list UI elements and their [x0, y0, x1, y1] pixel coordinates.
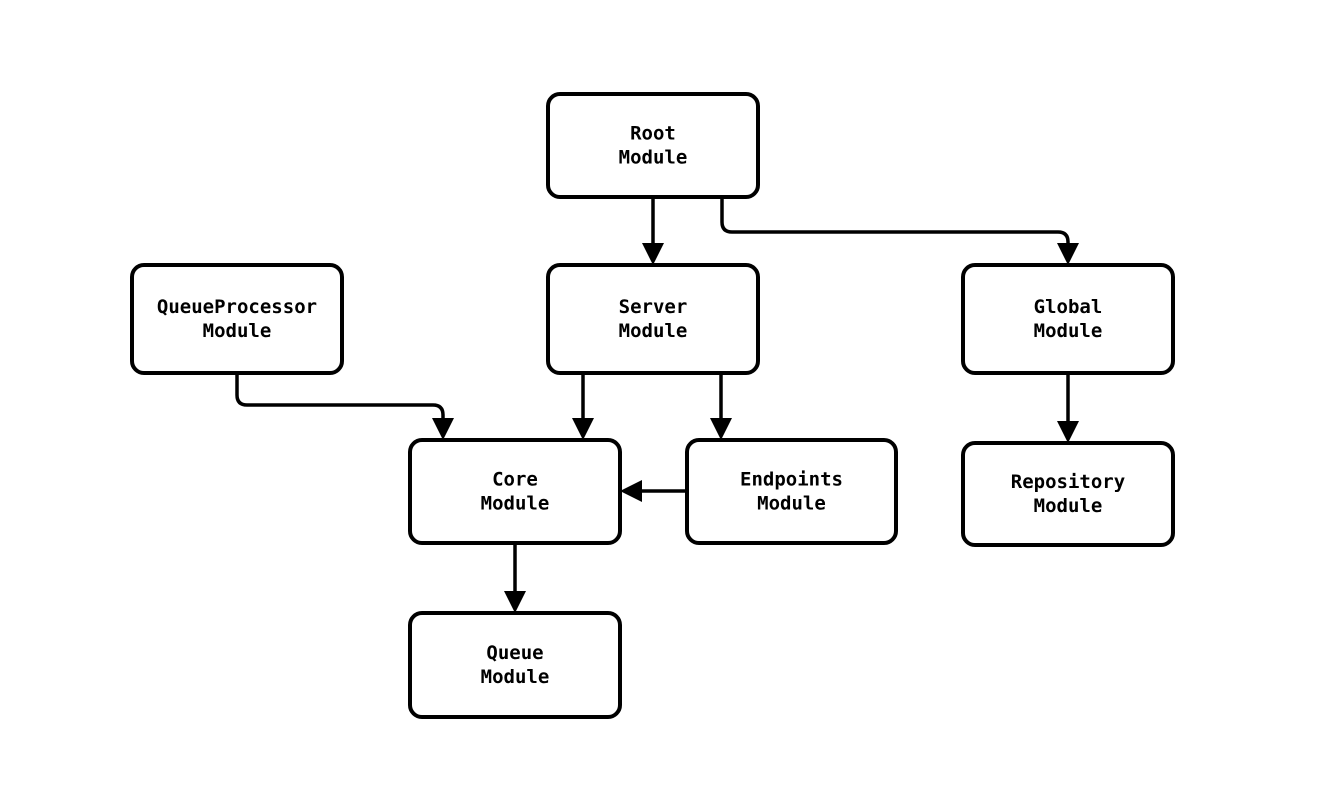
- edge-line: [235, 373, 445, 418]
- edge-core-to-queue: [504, 543, 526, 613]
- edge-server-to-endpoints: [710, 373, 732, 440]
- node-label-line1: Endpoints: [740, 468, 843, 490]
- node-label-line1: Repository: [1011, 471, 1125, 493]
- node-label-line2: Module: [481, 492, 550, 514]
- edge-arrowhead: [504, 591, 526, 613]
- node-box[interactable]: [546, 92, 760, 199]
- node-label-line1: QueueProcessor: [157, 296, 317, 318]
- edge-arrowhead: [572, 418, 594, 440]
- edge-arrowhead: [620, 480, 642, 502]
- edges-layer: [235, 197, 1079, 613]
- node-label-line2: Module: [619, 146, 688, 168]
- node-box[interactable]: [130, 263, 344, 375]
- edge-line: [720, 197, 1070, 244]
- node-label-line1: Global: [1034, 296, 1103, 318]
- node-label-line2: Module: [481, 665, 550, 687]
- node-box[interactable]: [408, 611, 622, 719]
- node-label-line2: Module: [1034, 319, 1103, 341]
- edge-global-to-repository: [1057, 373, 1079, 443]
- edge-server-to-core: [572, 373, 594, 440]
- edge-endpoints-to-core: [620, 480, 687, 502]
- node-label-line2: Module: [1034, 494, 1103, 516]
- edge-arrowhead: [710, 418, 732, 440]
- node-box[interactable]: [408, 438, 622, 545]
- node-label-line1: Queue: [486, 642, 543, 664]
- node-label-line1: Root: [630, 122, 676, 144]
- edge-arrowhead: [1057, 243, 1079, 265]
- node-label-line2: Module: [757, 492, 826, 514]
- node-label-line1: Server: [619, 296, 688, 318]
- edge-root-to-server: [642, 197, 664, 265]
- node-label-line1: Core: [492, 468, 538, 490]
- edge-arrowhead: [432, 418, 454, 440]
- node-box[interactable]: [546, 263, 760, 375]
- node-box[interactable]: [961, 441, 1175, 547]
- node-box[interactable]: [685, 438, 898, 545]
- node-label-line2: Module: [619, 319, 688, 341]
- edge-root-to-global: [720, 197, 1079, 265]
- node-label-line2: Module: [203, 319, 272, 341]
- node-box[interactable]: [961, 263, 1175, 375]
- edge-arrowhead: [1057, 421, 1079, 443]
- edge-arrowhead: [642, 243, 664, 265]
- edge-queueprocessor-to-core: [235, 373, 454, 440]
